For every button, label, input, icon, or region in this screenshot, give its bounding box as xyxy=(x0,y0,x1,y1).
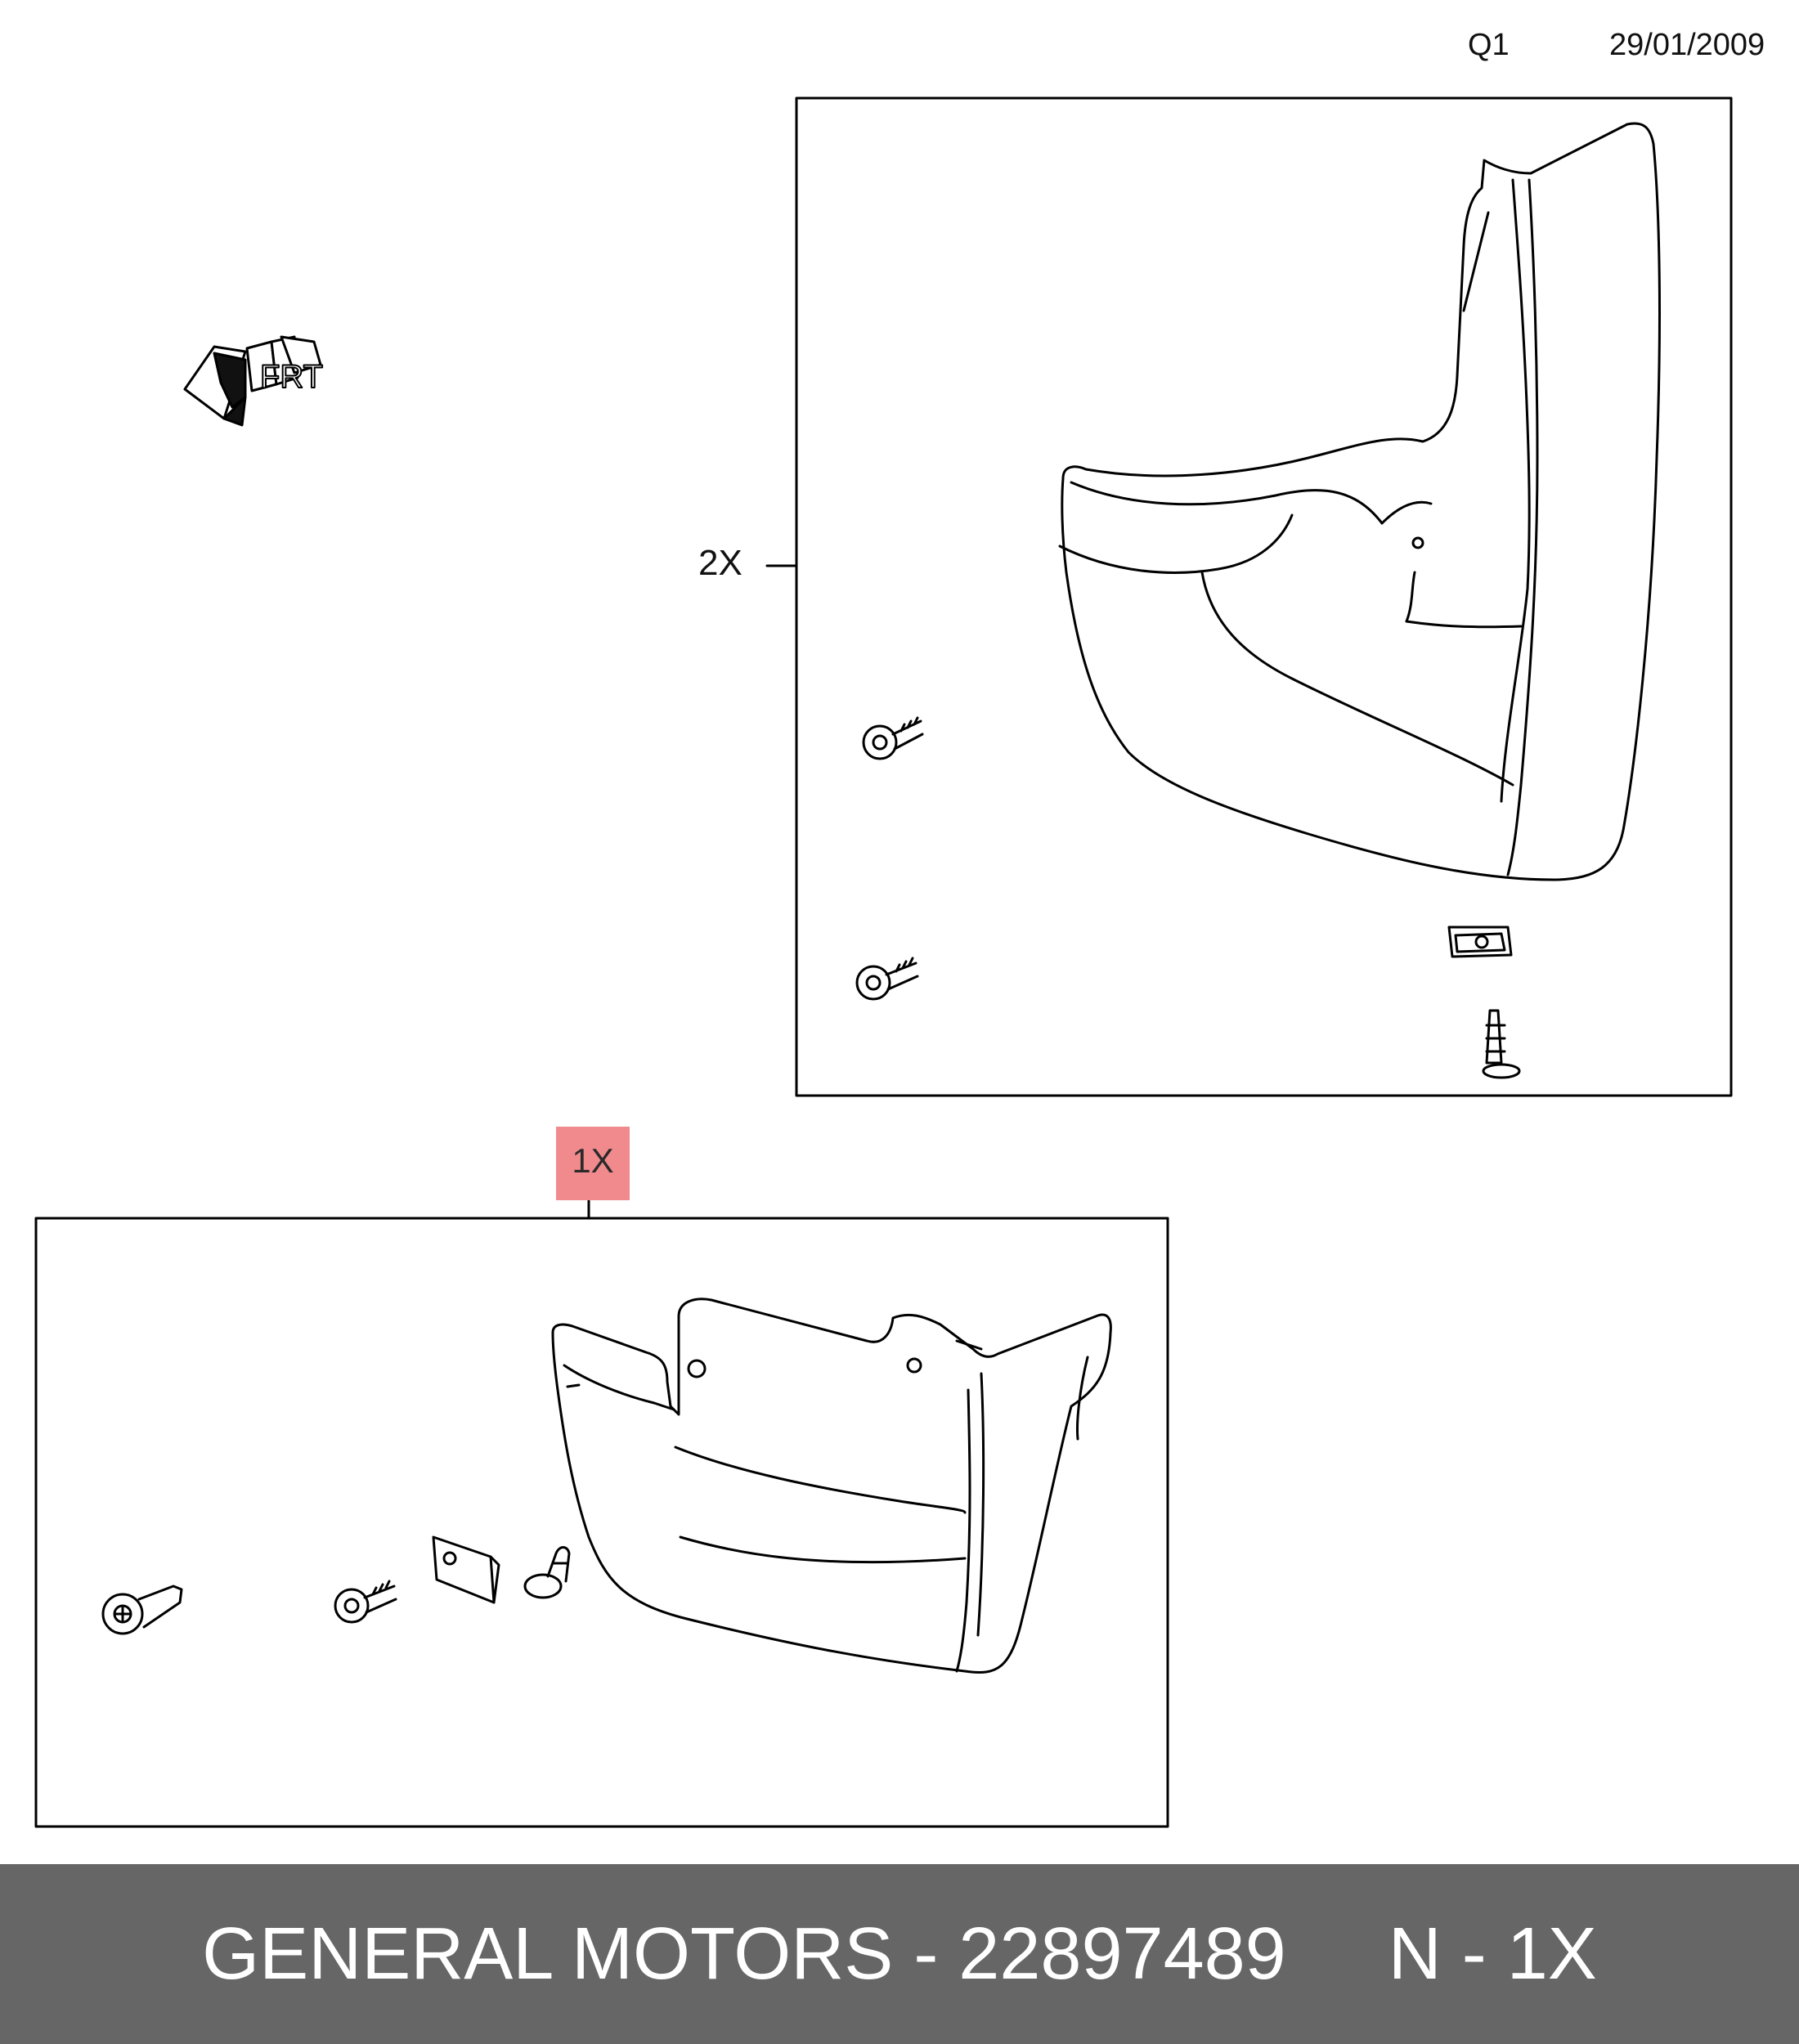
header-code: Q1 xyxy=(1468,28,1510,62)
upper-quantity-label: 2X xyxy=(698,543,742,583)
diagram-linework: FRT xyxy=(34,96,1733,1828)
upper-screw-2-icon xyxy=(855,957,919,1001)
lower-mudflap xyxy=(551,1298,1112,1674)
upper-mudflap xyxy=(1058,122,1661,881)
parts-diagram: Q1 29/01/2009 FRT xyxy=(34,28,1765,1828)
lower-screw-icon xyxy=(334,1580,397,1624)
upper-frame xyxy=(795,96,1733,1097)
upper-screw-1-icon xyxy=(862,716,924,760)
upper-pin-fastener-icon xyxy=(1482,1009,1521,1079)
lower-quantity-callout: 1X xyxy=(556,1127,630,1200)
lower-pin-fastener-icon xyxy=(523,1546,571,1599)
frt-label: FRT xyxy=(260,359,323,395)
lower-push-rivet-icon xyxy=(101,1585,183,1635)
upper-clip-nut-icon xyxy=(1447,926,1513,958)
footer-bar: GENERAL MOTORS - 22897489 N - 1X xyxy=(0,1864,1799,2044)
frt-arrow-icon xyxy=(183,335,322,427)
lower-quantity-label: 1X xyxy=(572,1141,614,1180)
lower-clip-nut-icon xyxy=(432,1535,500,1604)
header-date: 29/01/2009 xyxy=(1609,28,1765,62)
lower-frame xyxy=(34,1217,1169,1828)
footer-part-number: GENERAL MOTORS - 22897489 N - 1X xyxy=(202,1913,1597,1995)
